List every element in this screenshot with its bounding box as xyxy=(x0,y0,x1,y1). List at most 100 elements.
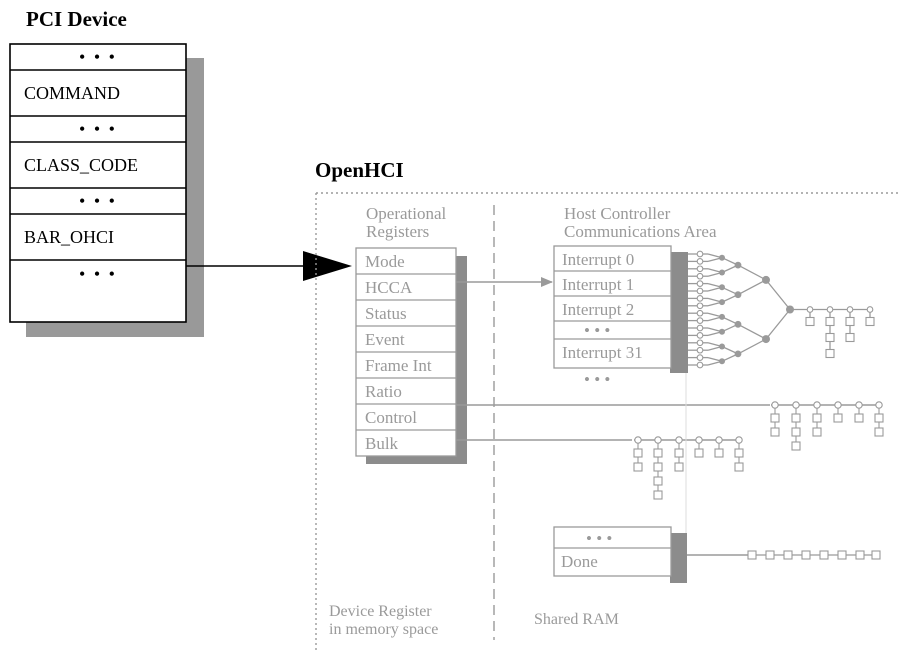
ed-node-open xyxy=(696,339,704,347)
ed-node-open xyxy=(855,401,863,409)
td-square xyxy=(674,462,684,472)
ed-node-open xyxy=(696,265,704,273)
register-status: Status xyxy=(365,304,407,323)
interrupt-entry-2: Interrupt 2 xyxy=(562,300,634,319)
control-ed-list xyxy=(770,401,884,451)
pci-device-title: PCI Device xyxy=(26,7,127,31)
ed-node-open xyxy=(696,295,704,302)
td-square xyxy=(653,462,663,472)
td-square xyxy=(854,413,864,423)
td-square xyxy=(791,427,801,437)
ed-node-open xyxy=(735,436,743,444)
done-td-square xyxy=(765,550,775,560)
bar-ohci-pointer-arrow xyxy=(186,251,352,281)
td-square xyxy=(633,462,643,472)
td-square xyxy=(674,448,684,458)
done-box-frame xyxy=(553,526,672,577)
operational-registers-heading-line1: Operational xyxy=(366,204,447,223)
register-control: Control xyxy=(365,408,417,427)
td-square xyxy=(874,427,884,437)
openhci-region-border xyxy=(315,192,898,650)
td-square xyxy=(714,448,724,458)
pci-ellipsis-row: • • • xyxy=(79,191,117,211)
td-square xyxy=(865,316,875,327)
done-td-square xyxy=(801,550,811,560)
pci-register-command: COMMAND xyxy=(24,83,120,103)
ed-node-open xyxy=(696,250,704,258)
ed-node-open xyxy=(771,401,779,409)
ed-node-open xyxy=(696,346,704,354)
td-square xyxy=(805,316,815,327)
ed-node-open xyxy=(654,436,662,444)
done-box-label: Done xyxy=(561,552,598,571)
td-square xyxy=(874,413,884,423)
hcca-heading-line1: Host Controller xyxy=(564,204,671,223)
td-square xyxy=(845,316,855,327)
ed-node-open xyxy=(696,272,704,280)
done-box-shadow xyxy=(670,533,687,583)
done-box-dots: • • • xyxy=(586,529,612,548)
td-square xyxy=(734,448,744,458)
pci-ellipsis-row: • • • xyxy=(79,119,117,139)
pci-block-frame xyxy=(9,43,187,323)
td-square xyxy=(833,413,843,423)
td-square xyxy=(653,476,663,486)
td-square xyxy=(791,413,801,423)
ed-node-open xyxy=(875,401,883,409)
openhci-title: OpenHCI xyxy=(315,158,404,182)
done-queue-box: • • • Done xyxy=(553,526,687,583)
td-square xyxy=(812,413,822,423)
tree-link xyxy=(765,309,791,340)
done-td-square xyxy=(855,550,865,560)
shared-ram-label: Shared RAM xyxy=(534,611,619,628)
td-square xyxy=(845,332,855,343)
td-square xyxy=(812,427,822,437)
ed-node-open xyxy=(846,306,854,313)
ed-node-open xyxy=(715,436,723,444)
td-square xyxy=(791,441,801,451)
td-square xyxy=(694,448,704,458)
td-square xyxy=(770,427,780,437)
ed-node-open xyxy=(696,309,704,317)
operational-registers-heading-line2: Registers xyxy=(366,222,429,241)
done-td-list xyxy=(747,550,881,560)
tree-link xyxy=(737,279,767,296)
register-frame-int: Frame Int xyxy=(365,356,432,375)
ed-node-open xyxy=(695,436,703,444)
tree-link xyxy=(737,323,767,340)
td-square xyxy=(825,316,835,327)
td-square xyxy=(770,413,780,423)
td-square xyxy=(633,448,643,458)
interrupt-entry-0: Interrupt 0 xyxy=(562,250,634,269)
ed-node-open xyxy=(675,436,683,444)
done-td-square xyxy=(819,550,829,560)
ed-node-open xyxy=(834,401,842,409)
ed-node-open xyxy=(806,306,814,313)
ed-node-open xyxy=(696,287,704,295)
device-register-label-line1: Device Register xyxy=(329,603,432,620)
done-td-square xyxy=(871,550,881,560)
ed-node-open xyxy=(634,436,642,444)
td-square xyxy=(653,448,663,458)
interrupt-table-shadow xyxy=(670,252,688,373)
ed-node-open xyxy=(696,354,704,361)
ed-node-open xyxy=(826,306,834,313)
ed-node-open xyxy=(696,332,704,339)
interrupt-ellipsis-row: • • • xyxy=(584,321,610,340)
ed-node-open xyxy=(696,317,704,324)
tree-link xyxy=(765,279,791,310)
register-mode: Mode xyxy=(365,252,405,271)
td-square xyxy=(653,490,663,500)
register-ratio: Ratio xyxy=(365,382,402,401)
tree-link xyxy=(737,264,767,281)
pci-ellipsis-row: • • • xyxy=(79,47,117,67)
td-square xyxy=(825,348,835,359)
pci-register-class-code: CLASS_CODE xyxy=(24,155,138,175)
ed-node-open xyxy=(696,302,704,310)
register-event: Event xyxy=(365,330,405,349)
ed-node-open xyxy=(792,401,800,409)
interrupt-entry-1: Interrupt 1 xyxy=(562,275,634,294)
done-td-square xyxy=(747,550,757,560)
